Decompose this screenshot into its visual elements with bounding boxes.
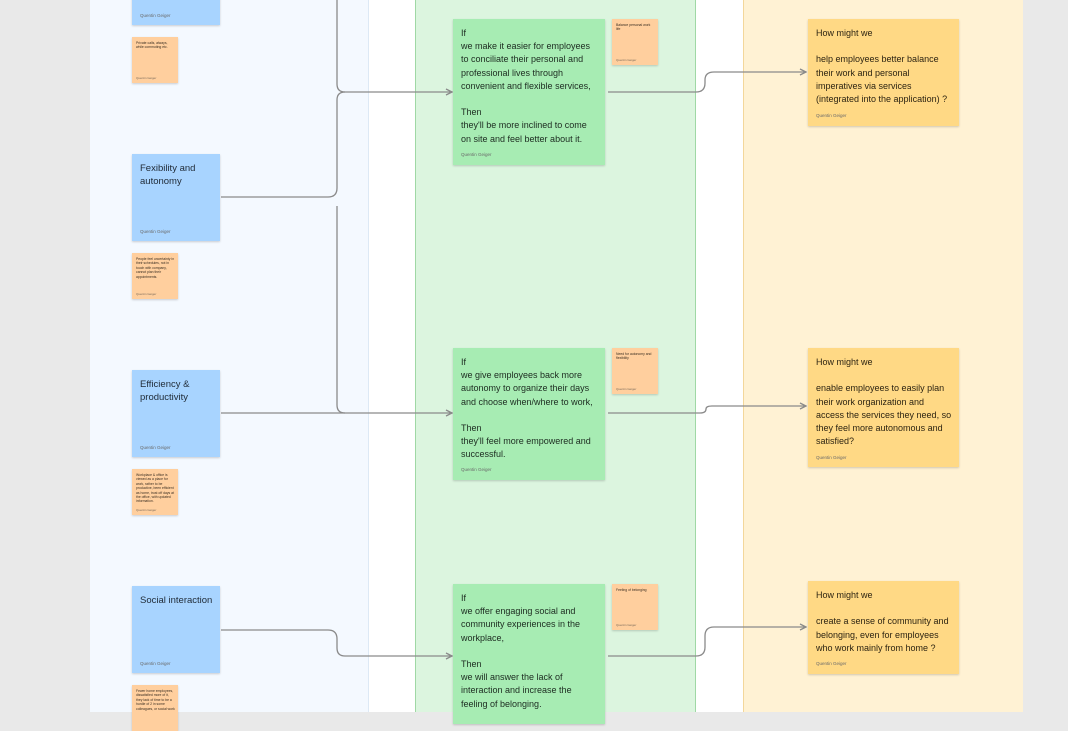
sticky-text: Workplace & office is viewed as a place … — [136, 473, 175, 504]
sticky-text: If we make it easier for employees to co… — [461, 28, 591, 144]
sticky-need-2[interactable]: Need for autonomy and flexibility Quenti… — [612, 348, 658, 394]
sticky-author: Quentin Geiger — [140, 661, 171, 666]
sticky-need-1[interactable]: Balance personal work life Quentin Geige… — [612, 19, 658, 65]
sticky-theme-top[interactable]: Quentin Geiger — [132, 0, 220, 25]
sticky-title: Social interaction — [140, 595, 213, 606]
sticky-hmw-3[interactable]: How might we create a sense of community… — [808, 581, 959, 674]
sticky-author: Quentin Geiger — [616, 623, 637, 627]
sticky-text: Need for autonomy and flexibility — [616, 352, 652, 361]
sticky-theme-efficiency[interactable]: Efficiency & productivity Quentin Geiger — [132, 370, 220, 457]
sticky-text: How might we help employees better balan… — [816, 28, 948, 105]
sticky-text: If we offer engaging social and communit… — [461, 593, 581, 709]
sticky-insight-3[interactable]: Workplace & office is viewed as a place … — [132, 469, 178, 515]
sticky-author: Quentin Geiger — [136, 292, 157, 296]
sticky-insight-4[interactable]: Fewer home employees, dissatisfied more … — [132, 685, 178, 731]
sticky-author: Quentin Geiger — [461, 152, 492, 157]
sticky-theme-social[interactable]: Social interaction Quentin Geiger — [132, 586, 220, 673]
sticky-author: Quentin Geiger — [461, 467, 492, 472]
sticky-text: People feel uncertainty in their schedul… — [136, 257, 175, 279]
sticky-author: Quentin Geiger — [140, 229, 171, 234]
sticky-text: How might we create a sense of community… — [816, 590, 949, 653]
sticky-hypothesis-2[interactable]: If we give employees back more autonomy … — [453, 348, 605, 480]
sticky-hmw-2[interactable]: How might we enable employees to easily … — [808, 348, 959, 467]
sticky-title: Fexibility and autonomy — [140, 163, 196, 187]
sticky-theme-flexibility[interactable]: Fexibility and autonomy Quentin Geiger — [132, 154, 220, 241]
sticky-author: Quentin Geiger — [616, 58, 637, 62]
sticky-author: Quentin Geiger — [140, 13, 171, 18]
sticky-text: Balance personal work life — [616, 23, 651, 32]
sticky-hmw-1[interactable]: How might we help employees better balan… — [808, 19, 959, 126]
sticky-author: Quentin Geiger — [816, 455, 847, 460]
sticky-author: Quentin Geiger — [136, 508, 157, 512]
sticky-need-3[interactable]: Feeling of belonging Quentin Geiger — [612, 584, 658, 630]
sticky-author: Quentin Geiger — [140, 445, 171, 450]
sticky-author: Quentin Geiger — [816, 661, 847, 666]
sticky-text: If we give employees back more autonomy … — [461, 357, 593, 460]
sticky-hypothesis-3[interactable]: If we offer engaging social and communit… — [453, 584, 605, 724]
sticky-text: Fewer home employees, dissatisfied more … — [136, 689, 175, 711]
sticky-title: Efficiency & productivity — [140, 379, 190, 403]
sticky-insight-1[interactable]: Private calls, always, while commuting e… — [132, 37, 178, 83]
sticky-author: Quentin Geiger — [136, 76, 157, 80]
sticky-text: Feeling of belonging — [616, 588, 647, 592]
sticky-text: Private calls, always, while commuting e… — [136, 41, 168, 50]
sticky-author: Quentin Geiger — [616, 387, 637, 391]
sticky-author: Quentin Geiger — [816, 113, 847, 118]
sticky-hypothesis-1[interactable]: If we make it easier for employees to co… — [453, 19, 605, 165]
sticky-text: How might we enable employees to easily … — [816, 357, 952, 447]
sticky-insight-2[interactable]: People feel uncertainty in their schedul… — [132, 253, 178, 299]
